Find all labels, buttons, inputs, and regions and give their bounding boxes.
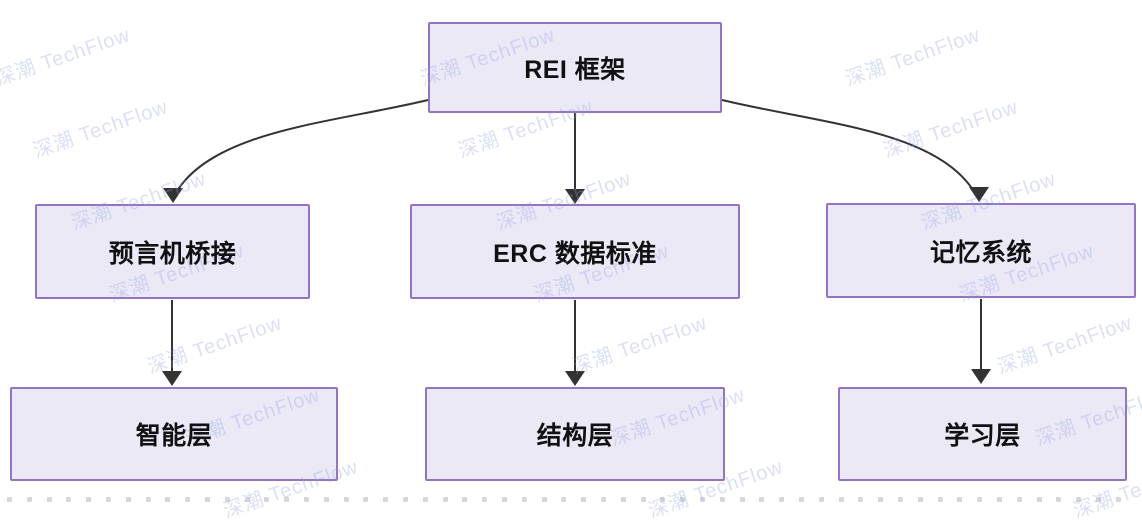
- dot: [937, 497, 943, 502]
- node-erc-data-standard: ERC 数据标准: [410, 204, 740, 299]
- dot: [700, 497, 705, 502]
- node-label: 结构层: [536, 422, 614, 450]
- node-label: 学习层: [944, 422, 1021, 450]
- dot: [898, 497, 903, 502]
- node-rei-framework: REI 框架: [428, 22, 722, 113]
- dot: [26, 497, 32, 502]
- dot: [106, 497, 111, 502]
- dot: [581, 497, 587, 502]
- arrowhead-oracle: [163, 188, 183, 203]
- dot: [680, 497, 686, 502]
- dot: [66, 497, 72, 502]
- dot: [264, 497, 270, 502]
- dot: [620, 497, 626, 502]
- dot: [818, 497, 824, 502]
- node-memory-system: 记忆系统: [826, 203, 1136, 298]
- dot: [482, 497, 488, 502]
- dot: [858, 497, 864, 502]
- dotted-bottom-border: [0, 496, 1142, 504]
- arrowhead-intelligence: [162, 371, 182, 386]
- dot: [145, 497, 151, 502]
- dot: [739, 497, 745, 502]
- dot: [561, 497, 567, 502]
- node-structure-layer: 结构层: [425, 387, 725, 481]
- node-oracle-bridge: 预言机桥接: [35, 204, 310, 299]
- dot: [205, 497, 210, 502]
- dot: [403, 497, 408, 502]
- dot: [1076, 497, 1082, 502]
- node-label: REI 框架: [524, 55, 626, 84]
- dot: [7, 497, 12, 502]
- dot: [422, 497, 428, 502]
- dot: [185, 497, 191, 502]
- dot: [1036, 497, 1042, 502]
- dot: [284, 497, 290, 502]
- dot: [1056, 497, 1062, 502]
- dot: [541, 497, 547, 502]
- dot: [46, 497, 52, 502]
- arrowhead-erc: [565, 189, 585, 204]
- node-label: 智能层: [135, 422, 213, 450]
- dot: [442, 497, 448, 502]
- dot: [304, 497, 309, 502]
- dot: [462, 497, 468, 502]
- node-learning-layer: 学习层: [838, 387, 1127, 481]
- dot: [838, 497, 844, 502]
- dot: [343, 497, 349, 502]
- dot: [917, 497, 923, 502]
- dot: [997, 497, 1002, 502]
- dot: [165, 497, 171, 502]
- dot: [383, 497, 389, 502]
- dot: [779, 497, 785, 502]
- dot: [125, 497, 131, 502]
- arrowhead-memory: [969, 187, 989, 202]
- dot: [759, 497, 765, 502]
- dot: [878, 497, 884, 502]
- dot: [521, 497, 527, 502]
- arrowhead-learning: [971, 369, 991, 384]
- node-label: ERC 数据标准: [493, 239, 657, 268]
- dot: [957, 497, 963, 502]
- dot: [719, 497, 725, 502]
- dot: [660, 497, 666, 502]
- dot: [323, 497, 329, 502]
- dot: [86, 497, 92, 502]
- dot: [977, 497, 983, 502]
- dot: [363, 497, 369, 502]
- edge-root-memory: [721, 99, 974, 191]
- node-intelligence-layer: 智能层: [10, 387, 338, 481]
- dot: [1115, 497, 1121, 502]
- dot: [224, 497, 230, 502]
- node-label: 记忆系统: [929, 238, 1032, 267]
- diagram-canvas: REI 框架 预言机桥接 ERC 数据标准 记忆系统 智能层 结构层 学习层 深…: [0, 22, 1142, 523]
- dot: [640, 497, 646, 502]
- arrowhead-structure: [565, 371, 585, 386]
- dot: [502, 497, 507, 502]
- dot: [1096, 497, 1101, 502]
- dot: [601, 497, 606, 502]
- dot: [1016, 497, 1022, 502]
- node-label: 预言机桥接: [108, 239, 237, 268]
- dot: [799, 497, 804, 502]
- diagram-edges: [162, 99, 991, 386]
- edge-root-oracle: [176, 99, 429, 192]
- dot: [244, 497, 250, 502]
